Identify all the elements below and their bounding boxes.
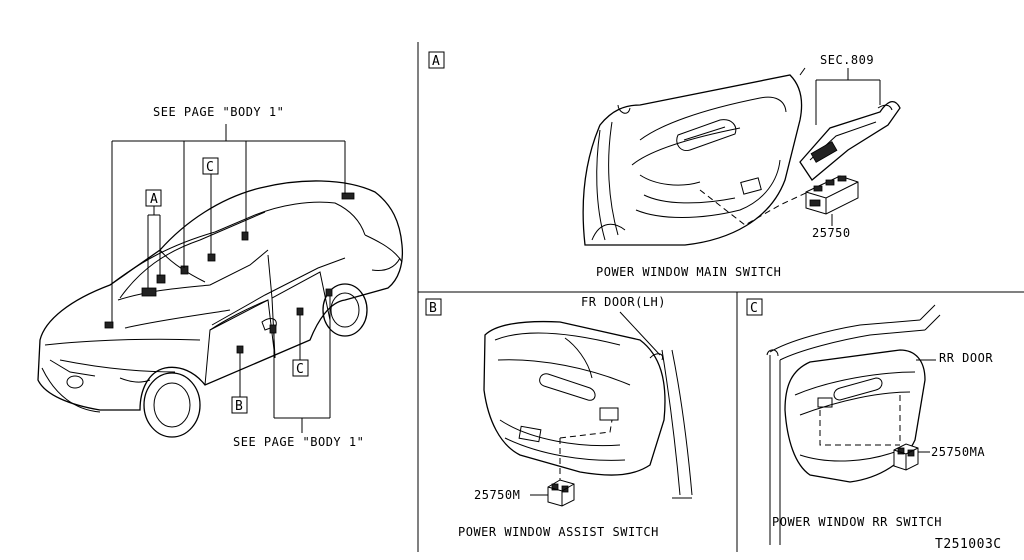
car-part-main-switch [141, 287, 157, 297]
panel-c-caption: POWER WINDOW RR SWITCH [772, 515, 942, 529]
panel-a-door-trim [582, 67, 806, 246]
panel-b-caption: POWER WINDOW ASSIST SWITCH [458, 525, 659, 539]
marker-b-label: B [235, 399, 243, 414]
panel-b-part-number: 25750M [474, 488, 520, 502]
panel-a-sec-ref: SEC.809 [820, 53, 874, 67]
car-part-door-front [269, 324, 277, 334]
car-illustration [37, 180, 404, 438]
panel-c-tag-box [746, 298, 763, 316]
panel-a-tag-box [428, 51, 445, 69]
panel-a-caption: POWER WINDOW MAIN SWITCH [596, 265, 781, 279]
panel-b-tag-box [425, 298, 442, 316]
car-part-front-left [104, 321, 114, 329]
marker-c-bottom-label: C [296, 362, 304, 377]
panel-c-rr-switch [893, 443, 919, 471]
marker-a-label: A [150, 192, 158, 207]
marker-c-top-label: C [206, 160, 214, 175]
panel-c-part-number: 25750MA [931, 445, 985, 459]
car-part-c3 [241, 231, 249, 241]
panel-c-door-label: RR DOOR [939, 351, 993, 365]
see-page-bottom-label: SEE PAGE "BODY 1" [233, 435, 364, 449]
panel-a-tag: A [432, 54, 440, 69]
car-part-rear-door [325, 288, 333, 297]
diagram-id: T251003C [935, 537, 1002, 552]
panel-b-tag: B [429, 301, 437, 316]
car-part-b [236, 345, 244, 354]
panel-b-assist-switch [547, 479, 575, 507]
panel-a-main-switch [805, 175, 859, 215]
car-part-door-rear [296, 307, 304, 316]
car-part-a2 [156, 274, 166, 284]
panel-a-part-number: 25750 [812, 226, 851, 240]
panel-b-door-label: FR DOOR(LH) [581, 295, 666, 309]
car-part-c2 [207, 253, 216, 262]
panel-c-door-trim [766, 304, 941, 545]
car-part-rear [341, 192, 355, 200]
see-page-top-label: SEE PAGE "BODY 1" [153, 105, 284, 119]
panel-c-tag: C [750, 301, 758, 316]
panel-a-switch-bezel [799, 101, 901, 181]
panel-b-door-trim [483, 320, 693, 499]
